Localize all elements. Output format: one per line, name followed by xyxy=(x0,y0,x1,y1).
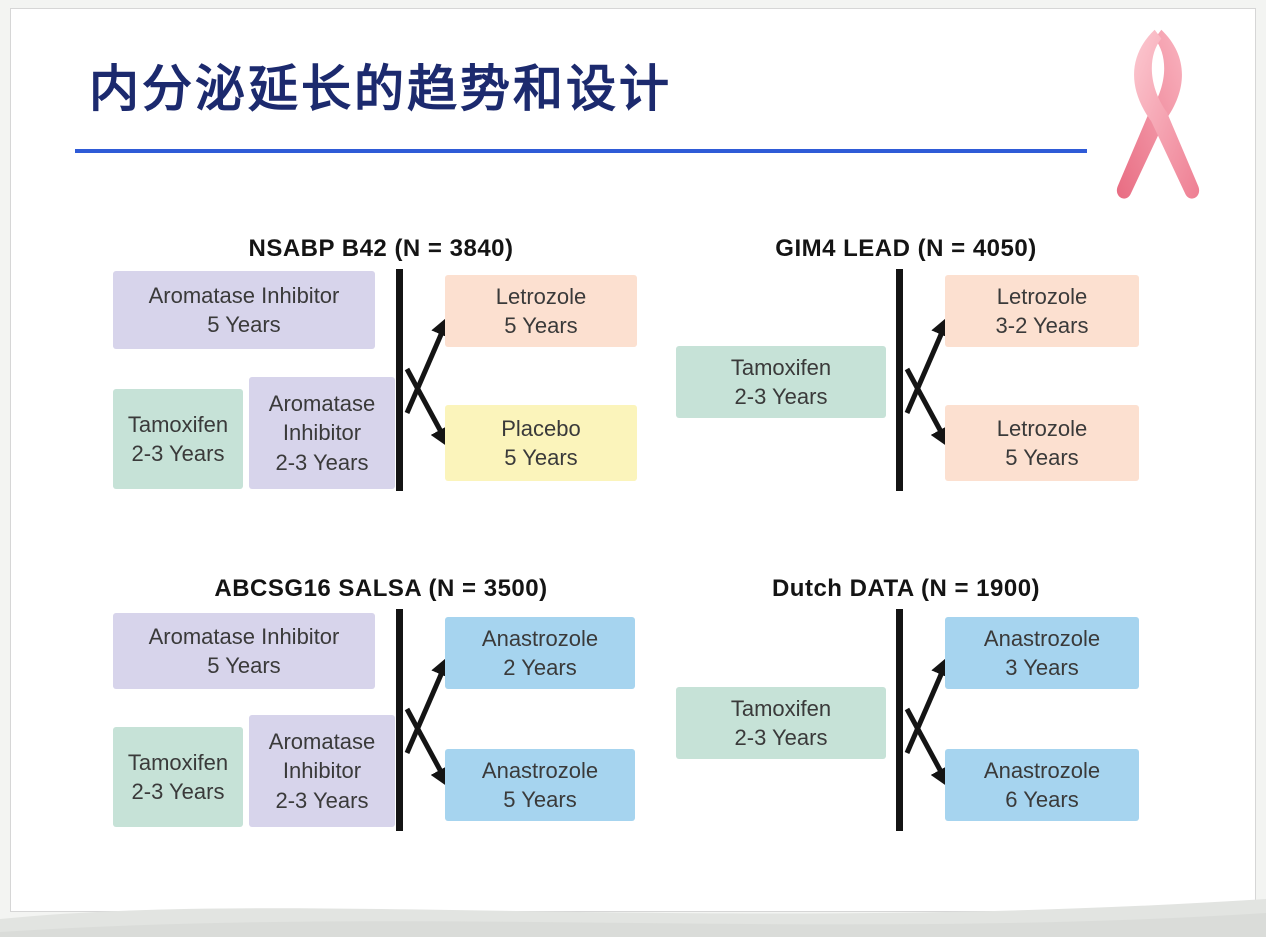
abcsg-randomization-arrows xyxy=(404,655,451,789)
trial-nsabp-title: NSABP B42 (N = 3840) xyxy=(248,235,514,262)
gim4-arm-tamoxifen: Tamoxifen 2-3 Years xyxy=(676,346,886,418)
gim4-randomization-arrows xyxy=(904,315,951,449)
gim4-outcome-letrozole-32y: Letrozole 3-2 Years xyxy=(945,275,1139,347)
gim4-outcome-letrozole-5y: Letrozole 5 Years xyxy=(945,405,1139,481)
title-underline xyxy=(75,149,1087,153)
nsabp-outcome-letrozole-5y: Letrozole 5 Years xyxy=(445,275,637,347)
nsabp-randomization-arrows xyxy=(404,315,451,449)
dutch-outcome-anastrozole-3y: Anastrozole 3 Years xyxy=(945,617,1139,689)
nsabp-arm-aromatase-5y: Aromatase Inhibitor 5 Years xyxy=(113,271,375,349)
trial-gim4-title: GIM4 LEAD (N = 4050) xyxy=(775,235,1037,262)
slide: 内分泌延长的趋势和设计 NSABP B42 (N = 3840) Aromata… xyxy=(10,8,1256,912)
abcsg-arm-aromatase-5y: Aromatase Inhibitor 5 Years xyxy=(113,613,375,689)
dutch-arm-tamoxifen: Tamoxifen 2-3 Years xyxy=(676,687,886,759)
gim4-randomization-bar xyxy=(896,269,903,491)
abcsg-outcome-anastrozole-2y: Anastrozole 2 Years xyxy=(445,617,635,689)
nsabp-arm-aromatase-23y: Aromatase Inhibitor 2-3 Years xyxy=(249,377,395,489)
dutch-outcome-anastrozole-6y: Anastrozole 6 Years xyxy=(945,749,1139,821)
abcsg-randomization-bar xyxy=(396,609,403,831)
page-title: 内分泌延长的趋势和设计 xyxy=(89,61,672,117)
trial-dutch-title: Dutch DATA (N = 1900) xyxy=(771,575,1041,602)
trial-abcsg-title: ABCSG16 SALSA (N = 3500) xyxy=(214,575,548,602)
abcsg-outcome-anastrozole-5y: Anastrozole 5 Years xyxy=(445,749,635,821)
nsabp-arm-tamoxifen: Tamoxifen 2-3 Years xyxy=(113,389,243,489)
bottom-wave-decoration xyxy=(0,899,1266,937)
abcsg-arm-aromatase-23y: Aromatase Inhibitor 2-3 Years xyxy=(249,715,395,827)
nsabp-outcome-placebo-5y: Placebo 5 Years xyxy=(445,405,637,481)
dutch-randomization-bar xyxy=(896,609,903,831)
nsabp-randomization-bar xyxy=(396,269,403,491)
pink-ribbon-icon xyxy=(1116,29,1200,199)
abcsg-arm-tamoxifen: Tamoxifen 2-3 Years xyxy=(113,727,243,827)
dutch-randomization-arrows xyxy=(904,655,951,789)
